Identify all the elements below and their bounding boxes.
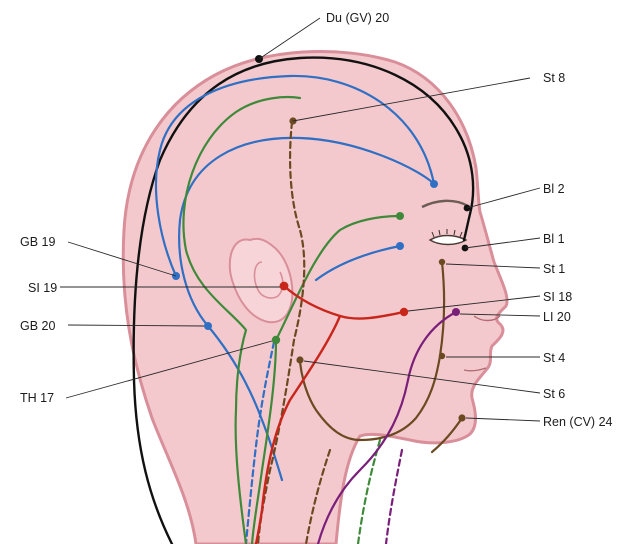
ren24-point[interactable] (458, 414, 465, 421)
li20-point[interactable] (452, 308, 460, 316)
label-gb19: GB 19 (20, 235, 55, 249)
label-li20: LI 20 (543, 310, 571, 324)
si18-point[interactable] (400, 308, 408, 316)
label-st1: St 1 (543, 262, 565, 276)
bl2-point[interactable] (430, 180, 438, 188)
gallbladder-channel-line-neck-dashed (358, 440, 380, 544)
label-st4: St 4 (543, 351, 565, 365)
label-st8: St 8 (543, 71, 565, 85)
leader-ren24 (466, 418, 540, 421)
gb-temple-point[interactable] (396, 212, 404, 220)
label-bl1: Bl 1 (543, 232, 565, 246)
gb20-point[interactable] (204, 322, 212, 330)
large-intestine-channel-line-dashed (386, 450, 402, 544)
label-bl2: Bl 2 (543, 182, 565, 196)
st4-point[interactable] (439, 353, 445, 359)
st6-point[interactable] (296, 356, 303, 363)
head-silhouette (123, 51, 507, 544)
bl-face-point[interactable] (396, 242, 404, 250)
st1-point[interactable] (439, 259, 445, 265)
th17-point[interactable] (272, 336, 280, 344)
label-ren24: Ren (CV) 24 (543, 415, 613, 429)
label-st6: St 6 (543, 387, 565, 401)
label-th17: TH 17 (20, 391, 54, 405)
label-si19: SI 19 (28, 281, 57, 295)
label-du20: Du (GV) 20 (326, 11, 389, 25)
label-gb20: GB 20 (20, 319, 55, 333)
si19-point[interactable] (280, 282, 289, 291)
label-si18: SI 18 (543, 290, 572, 304)
